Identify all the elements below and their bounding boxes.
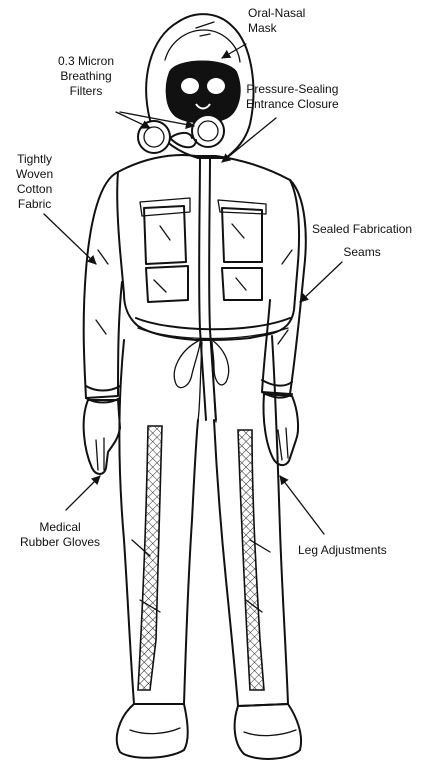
label-breathing-filters: 0.3 Micron Breathing Filters: [58, 54, 114, 99]
breathing-filters-shape: [138, 115, 224, 153]
gloves-arrow: [66, 476, 100, 510]
leg-adjustment-straps: [138, 426, 264, 690]
label-entrance-closure: Pressure-Sealing Entrance Closure: [246, 82, 339, 112]
fabric-arrow: [44, 214, 96, 264]
leg-adjust-arrow: [280, 476, 324, 534]
entrance-closure-shape: [174, 156, 228, 422]
label-oral-nasal-mask: Oral-Nasal Mask: [248, 6, 305, 36]
oral-nasal-mask-shape: [167, 62, 240, 123]
seams-arrow: [300, 262, 342, 302]
suit-gloves: [84, 394, 298, 474]
label-fabrication-seams: Sealed Fabrication Seams: [312, 222, 412, 260]
suit-torso: [117, 155, 299, 340]
label-rubber-gloves: Medical Rubber Gloves: [20, 520, 100, 550]
suit-boots: [117, 704, 301, 759]
label-leg-adjustments: Leg Adjustments: [298, 543, 387, 558]
label-cotton-fabric: Tightly Woven Cotton Fabric: [16, 152, 53, 212]
